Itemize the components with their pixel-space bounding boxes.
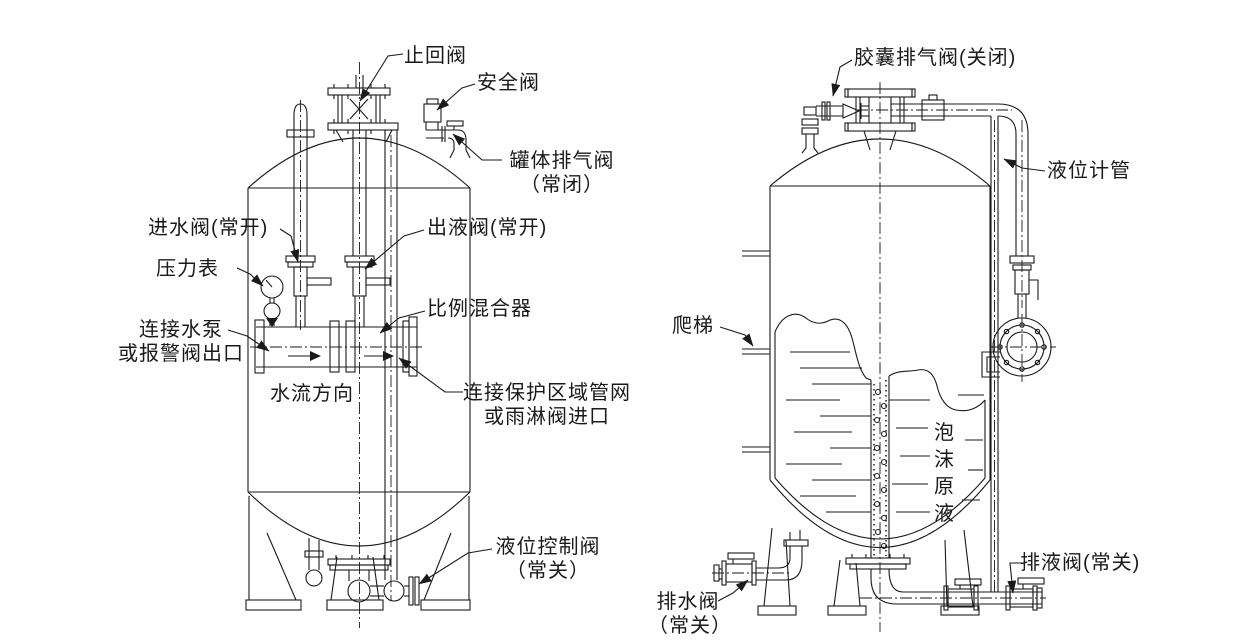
label-outlet-valve: 出液阀(常开) [427,217,548,239]
right-tank-bladder [774,313,986,558]
label-bladder-vent-valve: 胶囊排气阀(关闭) [854,47,1017,69]
label-pressure-gauge: 压力表 [156,258,219,280]
flow-arrows [288,351,394,361]
label-proportioner: 比例混合器 [427,298,532,320]
leader-lines [227,53,1046,602]
label-drain-water-valve: 排水阀 （常关） [648,591,732,637]
label-network-connection: 连接保护区域管网 或雨淋阀进口 [463,382,631,428]
left-tank-body [245,137,471,611]
label-check-valve: 止回阀 [404,45,467,67]
label-level-gauge-pipe: 液位计管 [1047,160,1131,182]
label-foam-concentrate: 泡沫原液 [934,422,954,525]
right-centerlines [712,82,1056,632]
label-tank-vent-valve: 罐体排气阀 （常闭） [509,150,615,196]
right-tank-body [742,138,991,616]
left-tank-piping [254,75,471,606]
label-inlet-valve: 进水阀(常开) [148,217,269,239]
label-level-control-valve: 液位控制阀 （常关） [495,536,601,582]
label-drain-liquid-valve: 排液阀(常关) [1020,552,1141,574]
left-centerlines [250,62,424,628]
label-pump-connection: 连接水泵 或报警阀出口 [118,319,244,365]
label-ladder: 爬梯 [672,315,714,337]
label-safety-valve: 安全阀 [477,72,540,94]
label-flow-direction: 水流方向 [270,383,354,405]
